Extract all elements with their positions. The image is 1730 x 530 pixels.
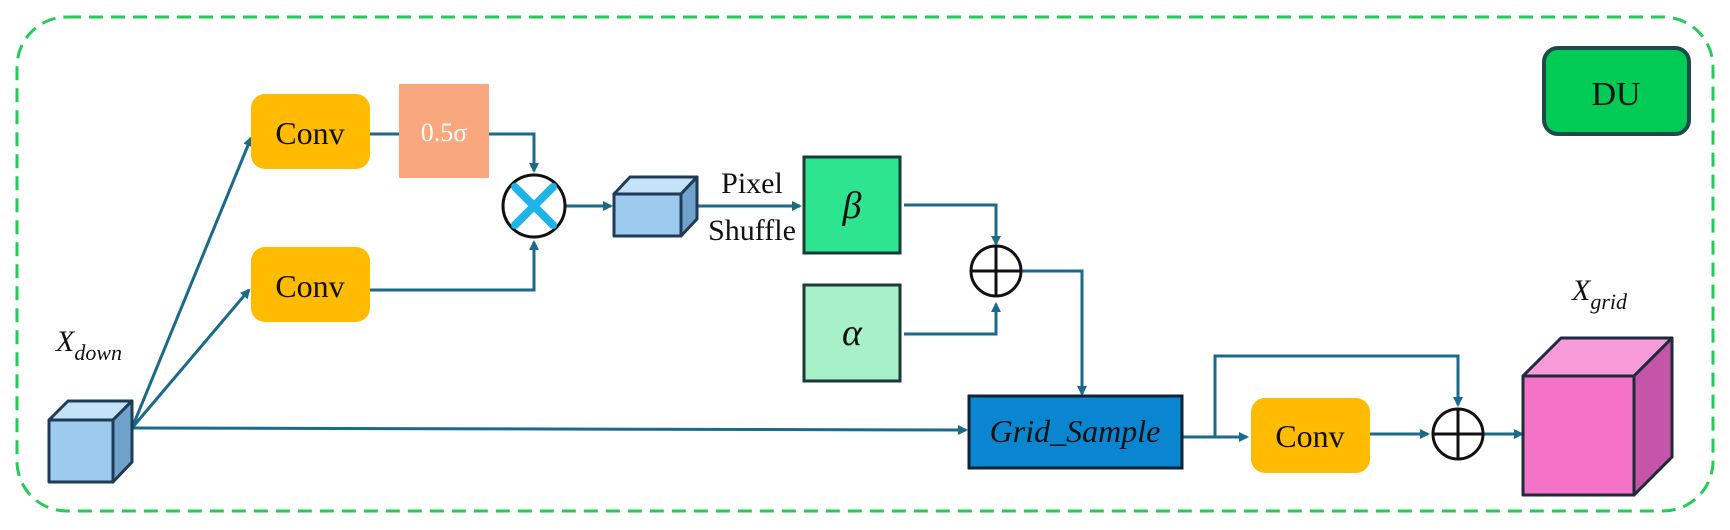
pixel-shuffle-label-pixel: Pixel bbox=[721, 167, 783, 200]
arrow-add-to-grid-sample bbox=[1022, 269, 1087, 396]
x-down-label: Xdown bbox=[55, 325, 122, 365]
x-grid-cube bbox=[1521, 336, 1674, 497]
conv-mid-label: Conv bbox=[275, 268, 344, 304]
feature-cube bbox=[612, 175, 699, 238]
beta-label: β bbox=[842, 185, 862, 227]
module-border bbox=[15, 15, 1715, 513]
sigma-label: 0.5σ bbox=[421, 118, 468, 147]
arrow-sigma-to-multiply bbox=[489, 132, 539, 173]
arrow-alpha-to-add bbox=[904, 302, 1001, 336]
grid-sample-label: Grid_Sample bbox=[990, 413, 1161, 449]
arrow-xdown-to-grid-sample bbox=[131, 424, 968, 435]
multiply-node bbox=[501, 173, 567, 239]
arrow-skip-to-add bbox=[1213, 354, 1463, 437]
alpha-block bbox=[802, 283, 902, 383]
pixel-shuffle-label-shuffle: Shuffle bbox=[708, 214, 796, 247]
add-node-offset bbox=[969, 244, 1023, 298]
du-badge-label: DU bbox=[1591, 76, 1640, 113]
x-grid-label: Xgrid bbox=[1571, 274, 1628, 314]
conv-out-label: Conv bbox=[1275, 418, 1344, 454]
arrow-conv-mid-to-multiply bbox=[370, 240, 539, 292]
conv-out-block bbox=[1251, 398, 1370, 473]
conv-top-label: Conv bbox=[275, 115, 344, 151]
x-down-cube bbox=[47, 399, 134, 484]
arrow-xdown-to-conv-mid bbox=[130, 288, 251, 429]
grid-sample-block bbox=[967, 394, 1184, 470]
arrow-xdown-to-conv-top bbox=[130, 136, 253, 429]
beta-block bbox=[802, 155, 902, 255]
arrow-beta-to-add bbox=[904, 203, 1001, 246]
sigma-block bbox=[399, 84, 489, 178]
alpha-label: α bbox=[842, 312, 863, 354]
connections bbox=[130, 132, 1524, 442]
conv-mid-block bbox=[251, 247, 370, 322]
du-badge: DU bbox=[1542, 46, 1691, 136]
add-node-output bbox=[1431, 407, 1485, 461]
conv-top-block bbox=[251, 94, 370, 169]
